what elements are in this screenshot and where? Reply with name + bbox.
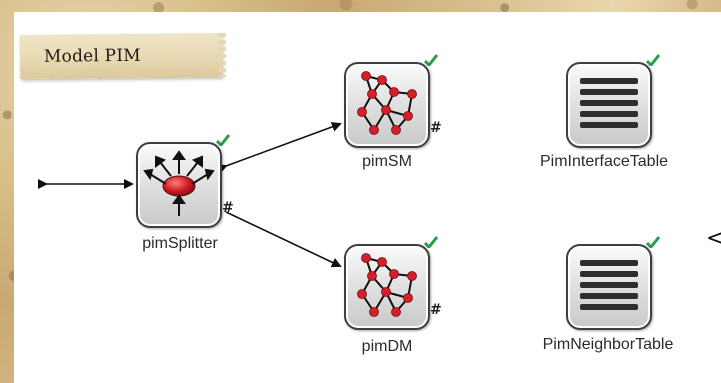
network-icon[interactable] — [344, 62, 430, 148]
offscreen-connector-glyph: < — [706, 226, 721, 251]
check-icon — [646, 54, 660, 66]
module-label-piminterfacetable: PimInterfaceTable — [539, 153, 669, 170]
check-icon — [646, 236, 660, 248]
gate-marker: # — [430, 302, 442, 318]
module-label-pimneighbortable: PimNeighborTable — [542, 336, 674, 353]
table-icon[interactable] — [566, 244, 652, 330]
module-label-pimsm: pimSM — [362, 153, 412, 170]
network-icon[interactable] — [344, 244, 430, 330]
gate-marker: # — [430, 120, 442, 136]
connection-splitter-pimdm — [225, 211, 342, 268]
module-label-pimdm: pimDM — [361, 338, 413, 355]
check-icon — [424, 236, 438, 248]
check-icon — [216, 134, 230, 146]
gate-marker: # — [222, 200, 234, 216]
connection-splitter-pimsm — [216, 122, 342, 174]
table-icon[interactable] — [566, 62, 652, 148]
check-icon — [424, 54, 438, 66]
splitter-icon[interactable] — [136, 142, 222, 228]
module-label-pimsplitter: pimSplitter — [142, 235, 218, 252]
